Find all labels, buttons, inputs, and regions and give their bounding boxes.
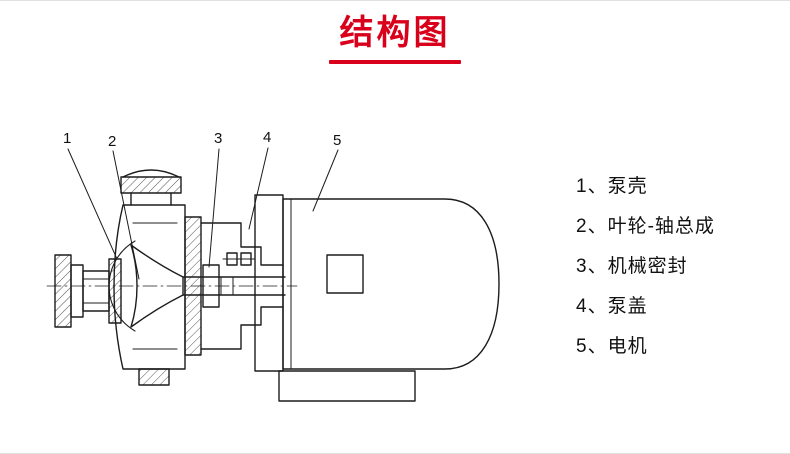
legend-number: 5、 — [576, 336, 608, 357]
leader-2 — [112, 150, 140, 280]
legend-label: 叶轮-轴总成 — [607, 216, 715, 237]
leader-3 — [208, 148, 220, 268]
legend-label: 泵盖 — [607, 296, 648, 317]
callout-5: 5 — [333, 132, 341, 149]
leader-5 — [312, 149, 339, 212]
legend: 1、 泵壳 2、 叶轮-轴总成 3、 机械密封 4、 泵盖 5、 电机 — [576, 171, 776, 371]
legend-label: 机械密封 — [607, 256, 688, 277]
callout-leaders — [67, 147, 339, 280]
legend-label: 泵壳 — [607, 176, 648, 197]
callout-3: 3 — [214, 130, 222, 147]
page-title: 结构图 — [339, 14, 451, 52]
callout-1: 1 — [63, 130, 71, 147]
motor — [254, 194, 500, 402]
title-block: 结构图 — [0, 13, 790, 64]
legend-item-impeller-shaft: 2、 叶轮-轴总成 — [576, 211, 776, 251]
callout-4: 4 — [263, 129, 271, 146]
leader-1 — [67, 148, 118, 260]
terminal-box — [326, 254, 364, 294]
mechanical-seal — [202, 264, 220, 308]
pump-casing — [108, 204, 186, 386]
legend-item-pump-cover: 4、 泵盖 — [576, 291, 776, 331]
legend-number: 2、 — [576, 216, 608, 237]
legend-item-pump-casing: 1、 泵壳 — [576, 171, 776, 211]
inlet-pipe — [54, 254, 122, 328]
callout-numbers: 1 2 3 4 5 — [63, 129, 341, 150]
leader-4 — [248, 147, 269, 230]
impeller-shaft-assembly — [130, 244, 286, 328]
legend-number: 3、 — [576, 256, 608, 277]
callout-2: 2 — [108, 133, 116, 150]
pump-structure-diagram: 1 2 3 4 5 — [46, 129, 500, 402]
legend-number: 1、 — [576, 176, 608, 197]
seal-housing-bracket — [200, 222, 284, 350]
legend-item-motor: 5、 电机 — [576, 331, 776, 371]
legend-number: 4、 — [576, 296, 608, 317]
legend-label: 电机 — [607, 336, 648, 357]
legend-item-mechanical-seal: 3、 机械密封 — [576, 251, 776, 291]
motor-base — [278, 370, 416, 402]
discharge-fitting — [120, 169, 182, 206]
pump-cover — [184, 216, 202, 356]
title-underline — [329, 59, 461, 64]
